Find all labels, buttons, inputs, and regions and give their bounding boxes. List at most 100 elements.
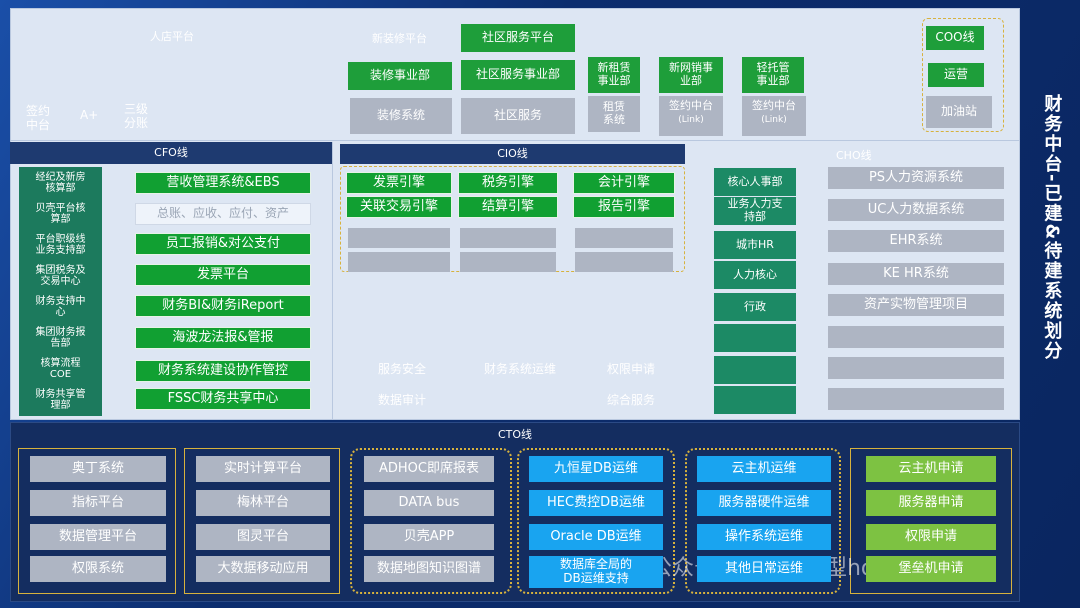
coo-line: COO线 (926, 26, 984, 50)
cto-group-3 (350, 448, 512, 594)
cio-engine-col2: 结算引擎 (458, 196, 558, 218)
cto-item-col3: ADHOC即席报表 (364, 456, 494, 482)
cio-engine-col1: 发票引擎 (346, 172, 452, 194)
cfo-system-item: 海波龙法报&管报 (135, 327, 311, 349)
cfo-system-item: 员工报销&对公支付 (135, 233, 311, 255)
cto-item-col4: Oracle DB运维 (529, 524, 663, 550)
cto-item-col1: 权限系统 (30, 556, 166, 582)
cfo-system-item: FSSC财务共享中心 (135, 388, 311, 410)
cho-system-item: KE HR系统 (828, 263, 1004, 285)
cho-dept-item (714, 324, 796, 352)
rental-dept: 新租赁 事业部 (588, 57, 640, 93)
cto-item-col6: 权限申请 (866, 524, 996, 550)
cfo-dept-item: 经纪及新房 核算部 (35, 171, 86, 195)
cto-group-2 (184, 448, 340, 594)
trust-dept: 轻托管 事业部 (742, 57, 804, 93)
cio-empty-slot (460, 228, 556, 248)
cho-dept-item (714, 356, 796, 384)
cio-header: CIO线 (340, 144, 685, 164)
cto-item-col5: 云主机运维 (697, 456, 831, 482)
side-title: 财务中台-已建&待建系统划分 (1041, 93, 1063, 362)
cho-system-item: 资产实物管理项目 (828, 294, 1004, 316)
cto-item-col6: 堡垒机申请 (866, 556, 996, 582)
cto-item-col2: 实时计算平台 (196, 456, 330, 482)
cto-item-col3: DATA bus (364, 490, 494, 516)
cio-engine-col1: 关联交易引擎 (346, 196, 452, 218)
ops: 运营 (928, 63, 984, 87)
reno-system: 装修系统 (350, 98, 452, 134)
cfo-divider (332, 142, 333, 420)
cfo-system-item: 财务BI&财务iReport (135, 295, 311, 317)
cio-engine-col3: 报告引擎 (573, 196, 675, 218)
level3-label: 三级 分账 (124, 102, 149, 131)
cto-header: CTO线 (497, 427, 533, 441)
cfo-dept-item: 集团财务报 告部 (35, 326, 86, 350)
cto-item-col5: 操作系统运维 (697, 524, 831, 550)
cto-item-col5: 其他日常运维 (697, 556, 831, 582)
a-plus-label: A+ (80, 108, 99, 122)
cio-bottom-1: 服务安全 (378, 362, 427, 376)
cto-item-col4: 数据库全局的 DB运维支持 (529, 556, 663, 588)
network-dept: 新网销事 业部 (659, 57, 723, 93)
cio-bottom-5: 综合服务 (607, 393, 656, 407)
community-dept: 社区服务事业部 (461, 60, 575, 90)
cfo-left-column (19, 167, 102, 416)
cfo-header: CFO线 (10, 142, 332, 164)
store-platform-label: 人店平台 (150, 30, 194, 43)
cto-item-col6: 云主机申请 (866, 456, 996, 482)
cto-group-4 (517, 448, 675, 594)
cto-item-col1: 指标平台 (30, 490, 166, 516)
cto-item-col4: 九恒星DB运维 (529, 456, 663, 482)
trust-sign: 签约中台 (Link) (742, 96, 806, 136)
cto-item-col2: 大数据移动应用 (196, 556, 330, 582)
cho-dept-item: 行政 (714, 293, 796, 321)
cho-dept-item: 人力核心 (714, 261, 796, 289)
cfo-dept-item: 财务支持中 心 (35, 295, 86, 319)
cho-system-item: EHR系统 (828, 230, 1004, 252)
cho-system-item: PS人力资源系统 (828, 167, 1004, 189)
cfo-system-item: 财务系统建设协作管控 (135, 360, 311, 382)
cfo-dept-item: 平台职级线 业务支持部 (35, 233, 86, 257)
cfo-dept-item: 集团税务及 交易中心 (35, 264, 86, 288)
network-link-label: (Link) (678, 114, 704, 125)
reno-platform-label: 新装修平台 (372, 32, 427, 45)
cto-group-6 (850, 448, 1012, 594)
cfo-dept-item: 核算流程 COE (40, 357, 81, 381)
cho-dept-item: 核心人事部 (714, 168, 796, 196)
cio-empty-slot (575, 228, 673, 248)
cho-system-item (828, 357, 1004, 379)
cfo-dept-item: 财务共享管 理部 (35, 388, 86, 412)
cfo-system-item: 营收管理系统&EBS (135, 172, 311, 194)
cfo-dept-item: 贝壳平台核 算部 (35, 202, 86, 226)
cto-item-col2: 图灵平台 (196, 524, 330, 550)
cho-dept-item: 业务人力支 持部 (714, 197, 796, 225)
cio-engine-col2: 税务引擎 (458, 172, 558, 194)
cho-header: CHO线 (836, 149, 872, 162)
divider-line (10, 140, 1020, 141)
coo-group (922, 18, 1004, 132)
cio-empty-slot (348, 252, 450, 272)
community-service: 社区服务 (461, 98, 575, 134)
cio-empty-slot (460, 252, 556, 272)
cio-bottom-3: 权限申请 (607, 362, 656, 376)
network-sign: 签约中台 (Link) (659, 96, 723, 136)
cho-dept-item (714, 386, 796, 414)
cto-item-col1: 数据管理平台 (30, 524, 166, 550)
sign-center-label: 签约 中台 (26, 104, 51, 133)
cto-item-col5: 服务器硬件运维 (697, 490, 831, 516)
cfo-system-item: 发票平台 (135, 264, 311, 286)
cho-system-item (828, 388, 1004, 410)
cfo-system-item: 总账、应收、应付、资产 (135, 203, 311, 225)
cto-item-col2: 梅林平台 (196, 490, 330, 516)
cio-bottom-2: 财务系统运维 (484, 362, 557, 376)
cto-group-1 (18, 448, 176, 594)
cho-system-item: UC人力数据系统 (828, 199, 1004, 221)
cto-item-col3: 贝壳APP (364, 524, 494, 550)
rental-system: 租赁 系统 (588, 96, 640, 132)
cto-group-5 (685, 448, 841, 594)
cto-item-col4: HEC费控DB运维 (529, 490, 663, 516)
cio-empty-slot (348, 228, 450, 248)
community-platform: 社区服务平台 (461, 24, 575, 52)
cto-panel (10, 422, 1020, 602)
cio-bottom-4: 数据审计 (378, 393, 427, 407)
